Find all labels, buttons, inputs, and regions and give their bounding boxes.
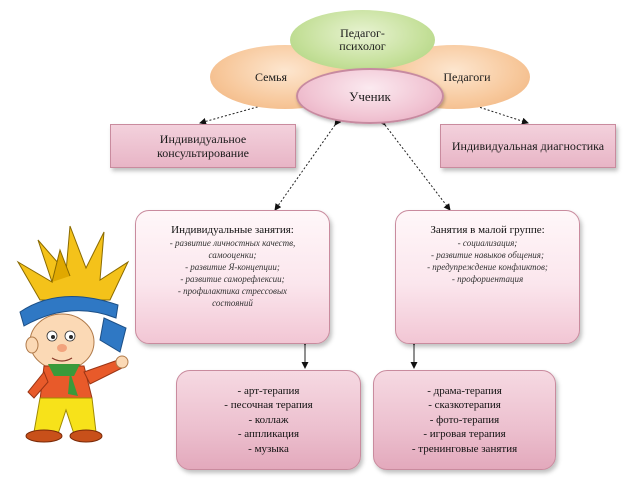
method-item: - коллаж	[248, 413, 289, 426]
group-item: - развитие навыков общения;	[431, 250, 544, 260]
arrow-student-individual	[274, 118, 342, 211]
consulting-label: Индивидуальное консультирование	[157, 132, 249, 160]
method-item: - песочная терапия	[224, 399, 313, 412]
method-item: - сказкотерапия	[428, 399, 501, 412]
method-item: - драма-терапия	[427, 384, 502, 397]
method-item: - тренинговые занятия	[411, 442, 518, 455]
methods-right-box: - драма-терапия - сказкотерапия - фото-т…	[373, 370, 556, 470]
method-item: - игровая терапия	[423, 428, 506, 441]
individual-lessons-box: Индивидуальные занятия: - развитие лично…	[135, 210, 330, 344]
individual-title: Индивидуальные занятия:	[171, 224, 294, 236]
teachers-label: Педагоги	[443, 69, 491, 84]
psychologist-ellipse: Педагог-психолог	[290, 10, 435, 70]
method-item: - арт-терапия	[237, 384, 300, 397]
student-ellipse: Ученик	[296, 68, 444, 124]
method-item: - аппликация	[237, 428, 300, 441]
consulting-box: Индивидуальное консультирование	[110, 124, 296, 168]
arrow-student-diagnostics	[435, 89, 529, 125]
diagnostics-box: Индивидуальная диагностика	[440, 124, 616, 168]
individual-item: самооценки;	[208, 250, 257, 260]
group-item: - предупреждение конфликтов;	[427, 262, 548, 272]
individual-item: - развитие саморефлексии;	[180, 274, 285, 284]
methods-left-box: - арт-терапия - песочная терапия - колла…	[176, 370, 361, 470]
method-item: - фото-терапия	[429, 413, 500, 426]
individual-item: - развитие Я-концепции;	[185, 262, 280, 272]
individual-item: состояний	[212, 298, 253, 308]
arrow-student-group	[378, 118, 451, 211]
group-lessons-box: Занятия в малой группе: - социализация; …	[395, 210, 580, 344]
diagnostics-label: Индивидуальная диагностика	[451, 139, 605, 153]
group-item: - социализация;	[457, 238, 518, 248]
group-item: - профориентация	[451, 274, 524, 284]
student-label: Ученик	[349, 88, 391, 104]
family-label: Семья	[254, 69, 288, 84]
group-title: Занятия в малой группе:	[430, 224, 545, 236]
psychologist-label: Педагог-психолог	[339, 26, 386, 53]
individual-item: - развитие личностных качеств,	[169, 238, 296, 248]
method-item: - музыка	[248, 442, 289, 455]
individual-item: - профилактика стрессовых	[177, 286, 288, 296]
